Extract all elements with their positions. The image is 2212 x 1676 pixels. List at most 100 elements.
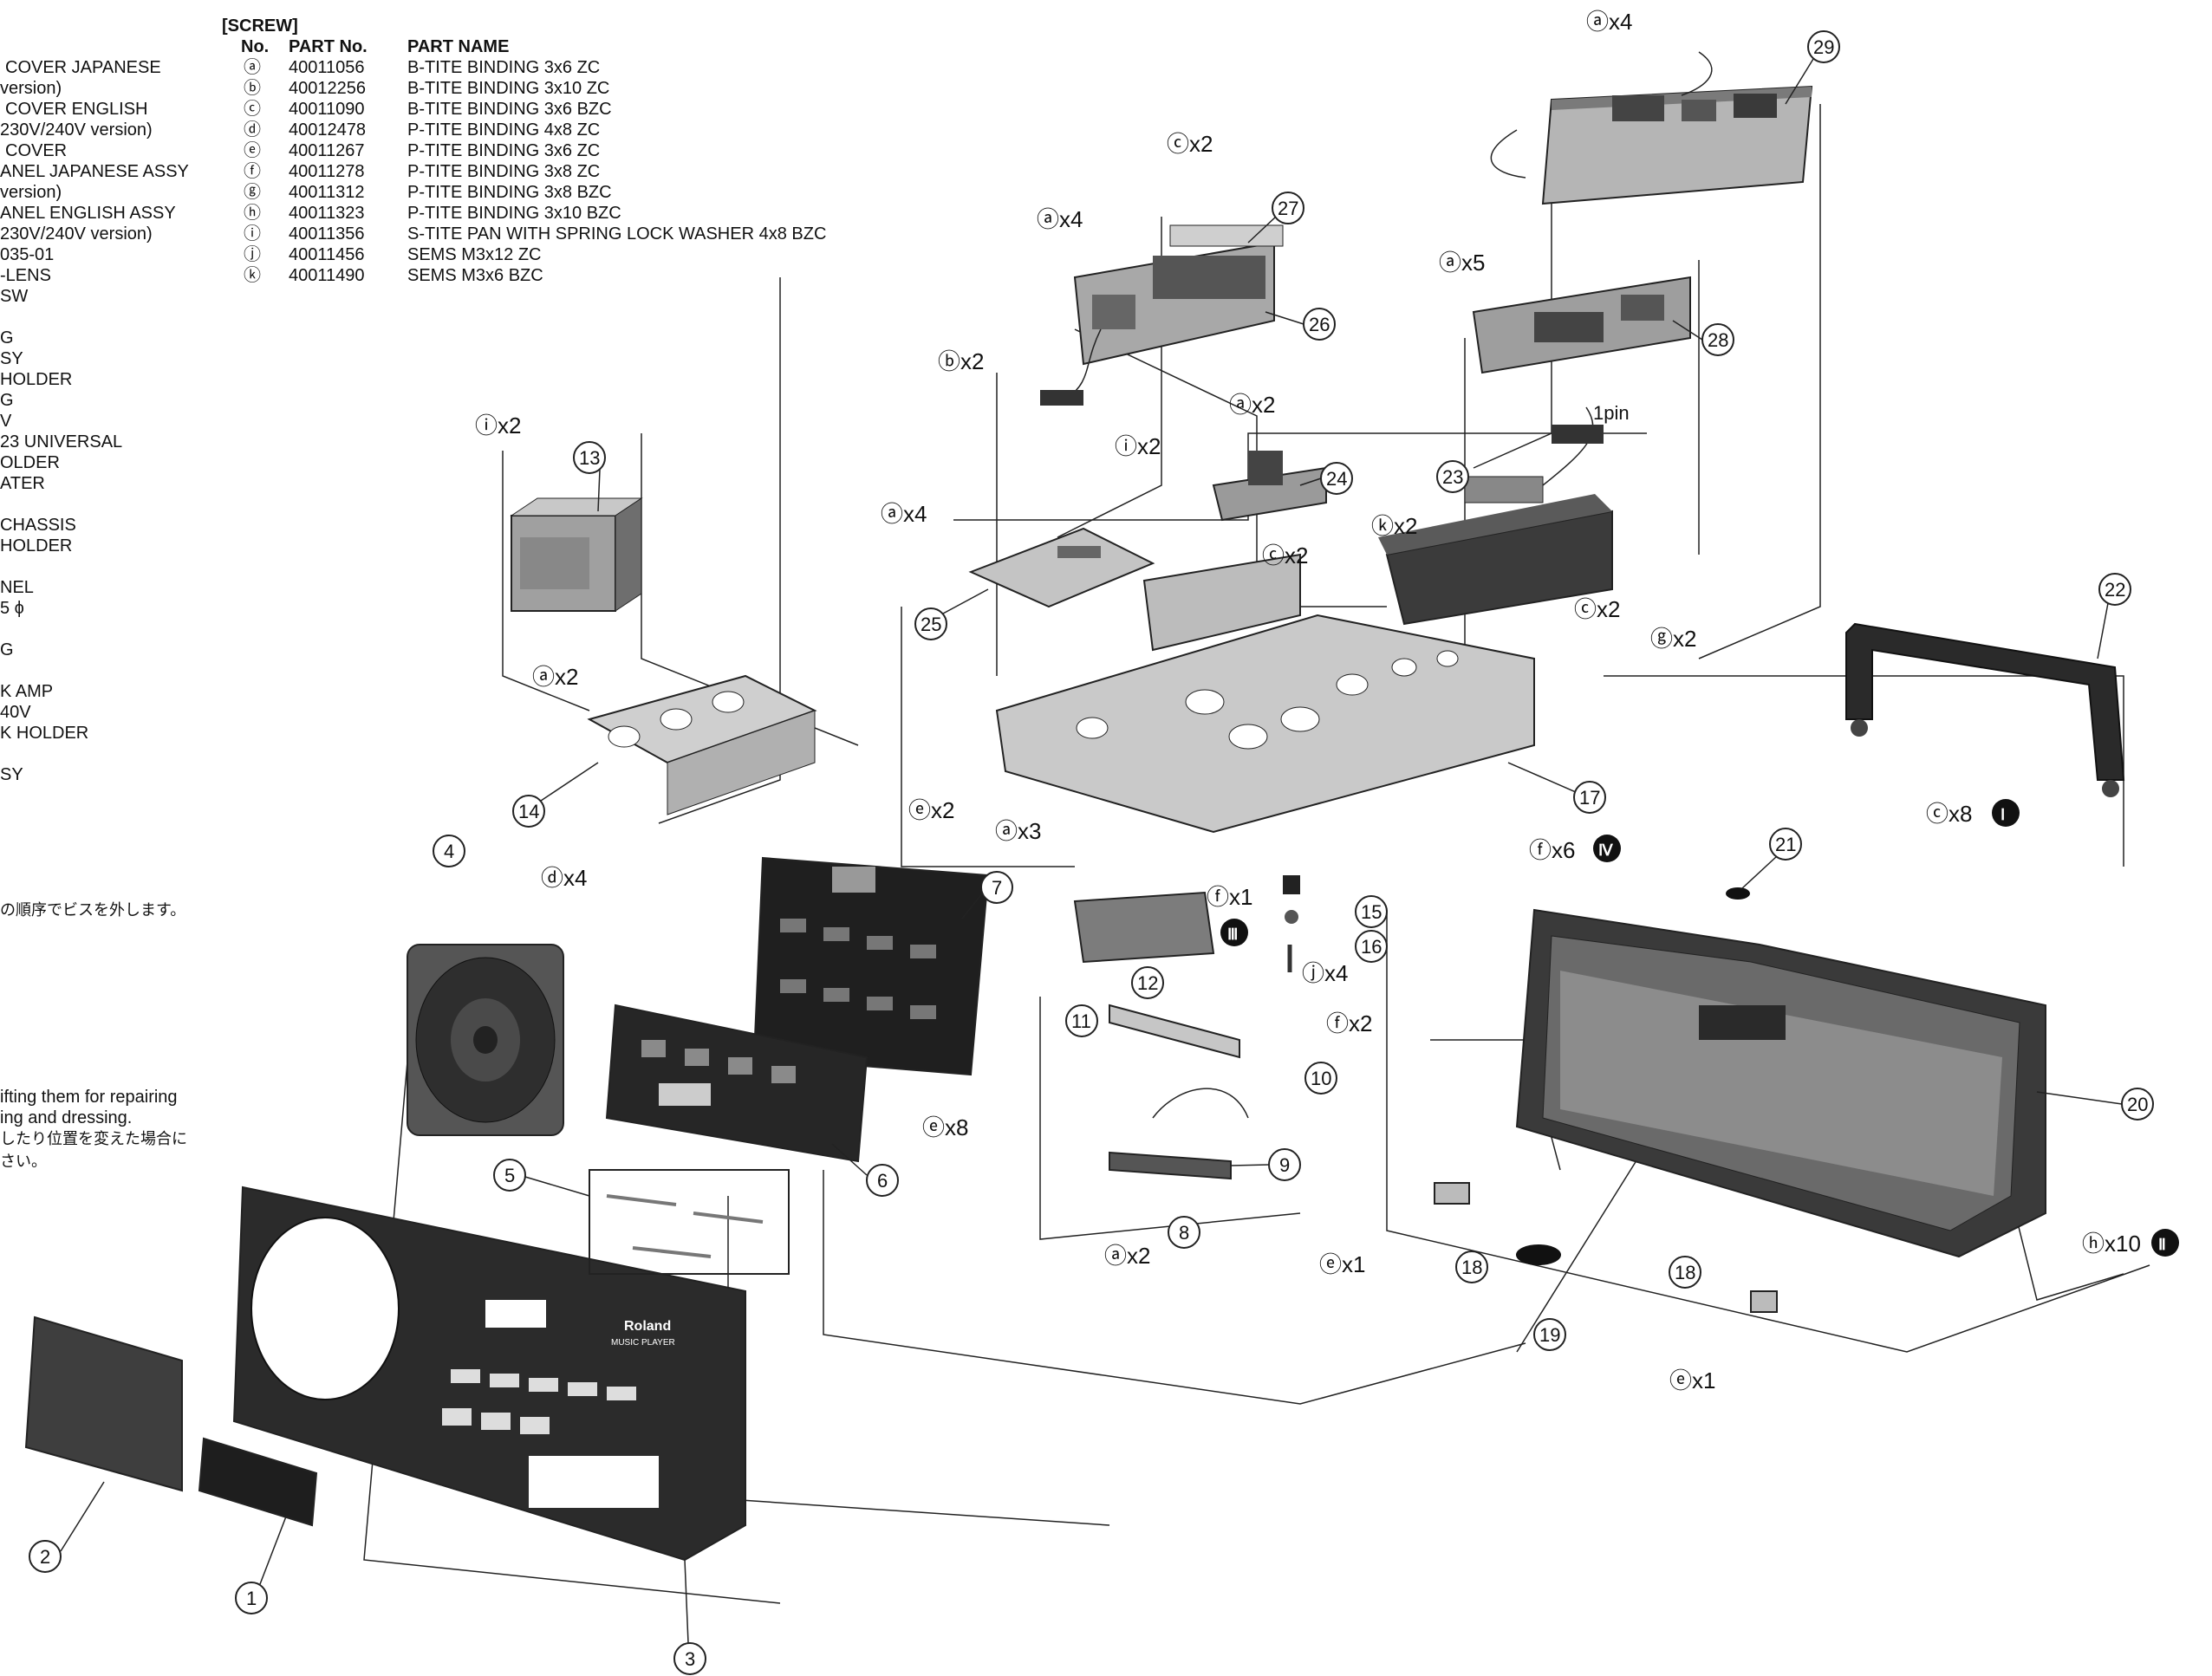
callout-label: 10 bbox=[1311, 1068, 1331, 1089]
edge-line: SY bbox=[0, 765, 23, 784]
edge-line: G bbox=[0, 391, 14, 410]
screw-callout: ⓓx4 bbox=[541, 865, 587, 891]
callout-4: 4 bbox=[433, 835, 465, 867]
control-board-28 bbox=[1472, 276, 1691, 374]
screw-callout: ⓔx2 bbox=[908, 797, 954, 823]
edge-line: K HOLDER bbox=[0, 724, 88, 743]
board-9 bbox=[1109, 1088, 1249, 1180]
edge-line: 230V/240V version) bbox=[0, 224, 153, 244]
callout-label: 28 bbox=[1708, 329, 1728, 351]
main-board-29 bbox=[1490, 51, 1813, 205]
callout-label: 24 bbox=[1326, 468, 1347, 490]
screw-callout: ⓕx6 bbox=[1529, 837, 1575, 863]
cell-part-name: P-TITE BINDING 3x8 ZC bbox=[407, 162, 600, 181]
callout-label: 18 bbox=[1461, 1257, 1482, 1278]
parts-list-edge: COVER JAPANESE version) COVER ENGLISH 23… bbox=[0, 58, 189, 1171]
callout-13: 13 bbox=[573, 441, 606, 474]
callout-label: 15 bbox=[1361, 901, 1382, 923]
callout-label: 13 bbox=[579, 447, 600, 469]
transformer-13 bbox=[510, 497, 643, 612]
cell-part-name: B-TITE BINDING 3x6 ZC bbox=[407, 58, 600, 77]
callout-label: 19 bbox=[1539, 1324, 1560, 1346]
cell-part-name: P-TITE BINDING 3x6 ZC bbox=[407, 141, 600, 160]
parts-15-16 bbox=[1283, 875, 1300, 972]
callout-28: 28 bbox=[1701, 323, 1734, 356]
callout-18: 18 bbox=[1455, 1251, 1488, 1283]
edge-line: COVER ENGLISH bbox=[5, 100, 147, 119]
edge-line: V bbox=[0, 412, 12, 431]
screw-callout: ⓐx2 bbox=[1104, 1243, 1150, 1269]
cabinet-20 bbox=[1515, 908, 2046, 1258]
handle-22 bbox=[1845, 622, 2125, 797]
callout-label: 9 bbox=[1279, 1154, 1290, 1176]
cell-part-name: P-TITE BINDING 3x10 BZC bbox=[407, 204, 621, 223]
cell-part-name: B-TITE BINDING 3x6 BZC bbox=[407, 100, 612, 119]
model-name: MUSIC PLAYER bbox=[611, 1338, 675, 1348]
edge-line: COVER JAPANESE bbox=[5, 58, 161, 77]
screw-callout: ⓖx2 bbox=[1650, 626, 1696, 652]
callout-label: 16 bbox=[1361, 936, 1382, 958]
cell-part-name: SEMS M3x12 ZC bbox=[407, 245, 541, 264]
speaker-grille-2 bbox=[24, 1315, 183, 1492]
edge-line: G bbox=[0, 640, 14, 659]
part-21 bbox=[1726, 887, 1750, 900]
callout-18: 18 bbox=[1669, 1256, 1701, 1289]
step-marker: Ⅳ bbox=[1598, 841, 1613, 859]
callout-label: 5 bbox=[504, 1165, 515, 1186]
callout-label: 25 bbox=[921, 614, 941, 635]
callout-label: 18 bbox=[1675, 1262, 1695, 1283]
screw-callout: ⓘx2 bbox=[475, 413, 521, 438]
cell-part-no: 40011267 bbox=[289, 141, 365, 160]
screw-callout: ⓒx2 bbox=[1262, 542, 1308, 568]
cell-part-name: SEMS M3x6 BZC bbox=[407, 266, 543, 285]
step-marker: Ⅱ bbox=[2158, 1236, 2166, 1253]
callout-label: 17 bbox=[1579, 787, 1600, 809]
callout-19: 19 bbox=[1533, 1318, 1566, 1351]
callout-9: 9 bbox=[1268, 1148, 1301, 1181]
edge-line: COVER bbox=[5, 141, 67, 160]
note-en-1: ifting them for repairing bbox=[0, 1088, 178, 1107]
note-jp-2: したり位置を変えた場合に bbox=[0, 1130, 187, 1148]
edge-line: K AMP bbox=[0, 682, 53, 701]
cell-part-name: B-TITE BINDING 3x10 ZC bbox=[407, 79, 609, 98]
screw-callout: ⓕx1 bbox=[1207, 884, 1252, 910]
cell-no: ⓖ bbox=[244, 182, 261, 202]
screw-callout: ⓔx1 bbox=[1669, 1367, 1715, 1393]
step-marker: Ⅲ bbox=[1227, 926, 1238, 943]
edge-line: version) bbox=[0, 183, 62, 202]
screw-table-title: [SCREW] bbox=[222, 16, 298, 36]
cell-part-no: 40011090 bbox=[289, 100, 365, 119]
cell-no: ⓓ bbox=[244, 120, 261, 140]
callout-16: 16 bbox=[1355, 930, 1388, 963]
screw-callout: ⓒx2 bbox=[1167, 131, 1213, 157]
cell-part-no: 40011323 bbox=[289, 204, 365, 223]
step-markers: Ⅲ Ⅳ Ⅰ Ⅱ bbox=[1220, 799, 2179, 1257]
cell-part-no: 40011356 bbox=[289, 224, 365, 244]
cell-no: ⓐ bbox=[244, 57, 261, 77]
callout-label: 14 bbox=[518, 801, 539, 822]
callout-21: 21 bbox=[1769, 828, 1802, 861]
edge-line: SY bbox=[0, 349, 23, 368]
edge-line: -LENS bbox=[0, 266, 51, 285]
callout-1: 1 bbox=[235, 1582, 268, 1614]
callout-6: 6 bbox=[866, 1164, 899, 1197]
edge-line: ANEL ENGLISH ASSY bbox=[0, 204, 176, 223]
callout-label: 22 bbox=[2105, 579, 2125, 601]
label-plate-1 bbox=[198, 1437, 318, 1527]
screw-callout: ⓒx2 bbox=[1574, 596, 1620, 622]
callout-22: 22 bbox=[2098, 573, 2131, 606]
note-jp-1: の順序でビスを外します。 bbox=[0, 901, 185, 919]
chassis-17 bbox=[995, 553, 1535, 834]
edge-line: 5 ϕ bbox=[0, 599, 24, 618]
part-18-b bbox=[1750, 1290, 1778, 1313]
cell-no: ⓚ bbox=[244, 265, 261, 285]
callout-15: 15 bbox=[1355, 895, 1388, 928]
screw-callout: ⓑx2 bbox=[938, 348, 984, 374]
edge-line: 035-01 bbox=[0, 245, 54, 264]
cell-part-no: 40011456 bbox=[289, 245, 365, 264]
